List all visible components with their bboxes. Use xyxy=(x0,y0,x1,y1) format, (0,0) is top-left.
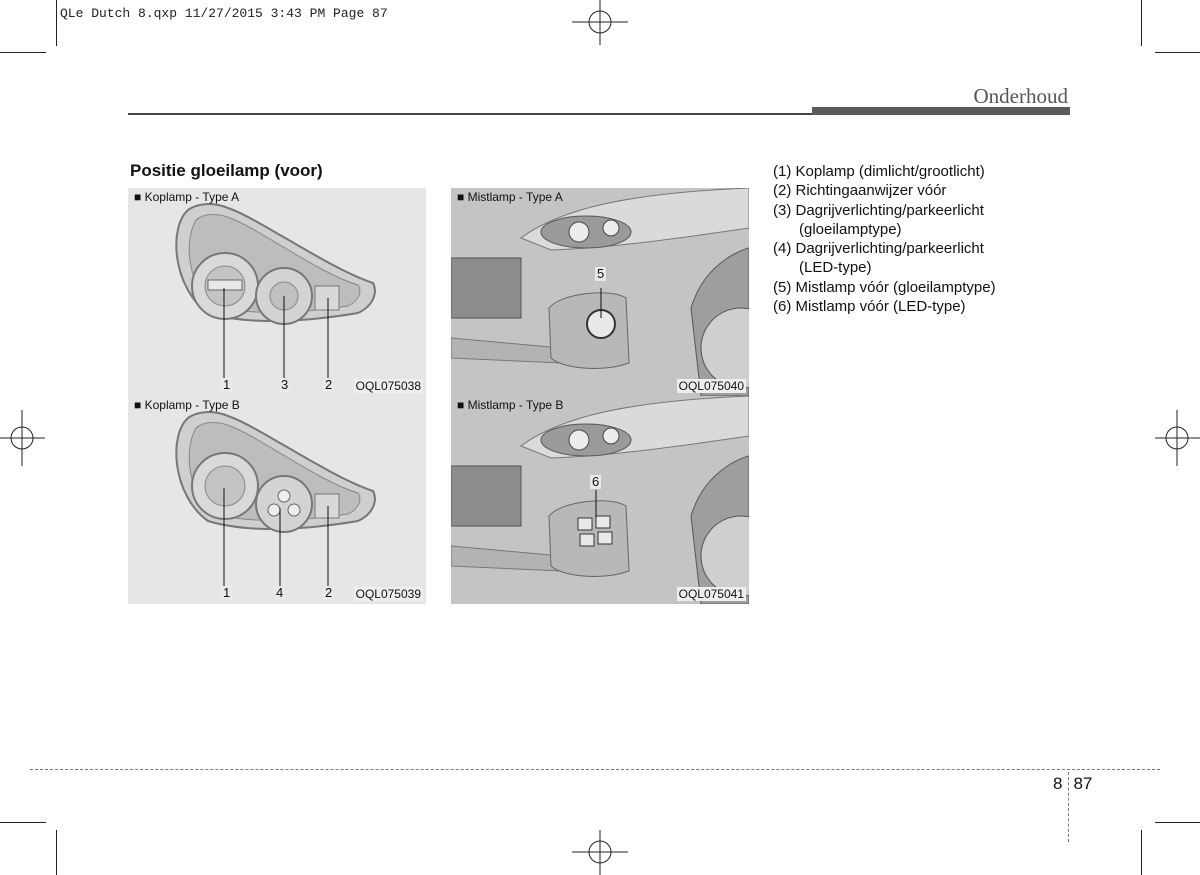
legend-item: (2) Richtingaanwijzer vóór xyxy=(773,182,947,200)
registration-mark-top xyxy=(572,0,628,45)
car-front-illustration xyxy=(451,396,749,604)
bullet-icon: ■ xyxy=(457,398,465,412)
legend-item-continuation: (LED-type) xyxy=(799,259,872,277)
bullet-icon: ■ xyxy=(134,190,142,204)
legend-item: (5) Mistlamp vóór (gloeilamptype) xyxy=(773,278,996,296)
registration-mark-left xyxy=(0,410,45,466)
figure-label: ■ Mistlamp - Type B xyxy=(457,398,564,412)
registration-mark-right xyxy=(1155,410,1200,466)
callout-number: 2 xyxy=(323,377,335,392)
figure-foglamp-type-b: ■ Mistlamp - Type B 6 OQL075041 xyxy=(451,396,749,604)
chapter-title: Onderhoud xyxy=(973,84,1068,108)
legend-item: (6) Mistlamp vóór (LED-type) xyxy=(773,298,966,316)
print-slug: QLe Dutch 8.qxp 11/27/2015 3:43 PM Page … xyxy=(60,6,388,21)
legend-item-continuation: (gloeilamptype) xyxy=(799,220,902,238)
section-title: Positie gloeilamp (voor) xyxy=(130,161,323,180)
car-front-illustration xyxy=(451,188,749,396)
figure-code: OQL075039 xyxy=(353,587,423,601)
figure-headlamp-type-a: ■ Koplamp - Type A 1 3 2 OQL075038 xyxy=(128,188,426,396)
legend-item: (4) Dagrijverlichting/parkeerlicht xyxy=(773,240,984,258)
header-rule-accent xyxy=(812,107,1070,115)
callout-number: 2 xyxy=(323,585,335,600)
figure-foglamp-type-a: ■ Mistlamp - Type A 5 OQL075040 xyxy=(451,188,749,396)
bulb-legend: (1) Koplamp (dimlicht/grootlicht) (2) Ri… xyxy=(773,162,996,316)
figure-label: ■ Mistlamp - Type A xyxy=(457,190,563,204)
bullet-icon: ■ xyxy=(134,398,142,412)
callout-number: 5 xyxy=(595,266,607,281)
callout-number: 1 xyxy=(221,585,233,600)
page-index: 87 xyxy=(1073,774,1093,793)
footer-divider xyxy=(1068,772,1069,842)
headlamp-illustration xyxy=(175,411,376,586)
headlamp-illustration xyxy=(175,203,376,378)
callout-number: 3 xyxy=(279,377,291,392)
figure-label: ■ Koplamp - Type B xyxy=(134,398,240,412)
legend-item: (1) Koplamp (dimlicht/grootlicht) xyxy=(773,163,985,180)
chapter-number: 8 xyxy=(1053,774,1063,793)
footer-rule xyxy=(30,769,1160,770)
figure-headlamp-type-b: ■ Koplamp - Type B 1 4 2 OQL075039 xyxy=(128,396,426,604)
figure-code: OQL075038 xyxy=(353,379,423,393)
figure-code: OQL075041 xyxy=(676,587,746,601)
bullet-icon: ■ xyxy=(457,190,465,204)
header-rule xyxy=(128,113,814,115)
figure-label: ■ Koplamp - Type A xyxy=(134,190,240,204)
callout-number: 4 xyxy=(274,585,286,600)
page-number: 8 87 xyxy=(1053,774,1092,794)
registration-mark-bottom xyxy=(572,830,628,875)
legend-item: (3) Dagrijverlichting/parkeerlicht xyxy=(773,201,984,219)
callout-number: 1 xyxy=(221,377,233,392)
figure-code: OQL075040 xyxy=(676,379,746,393)
callout-number: 6 xyxy=(590,474,602,489)
